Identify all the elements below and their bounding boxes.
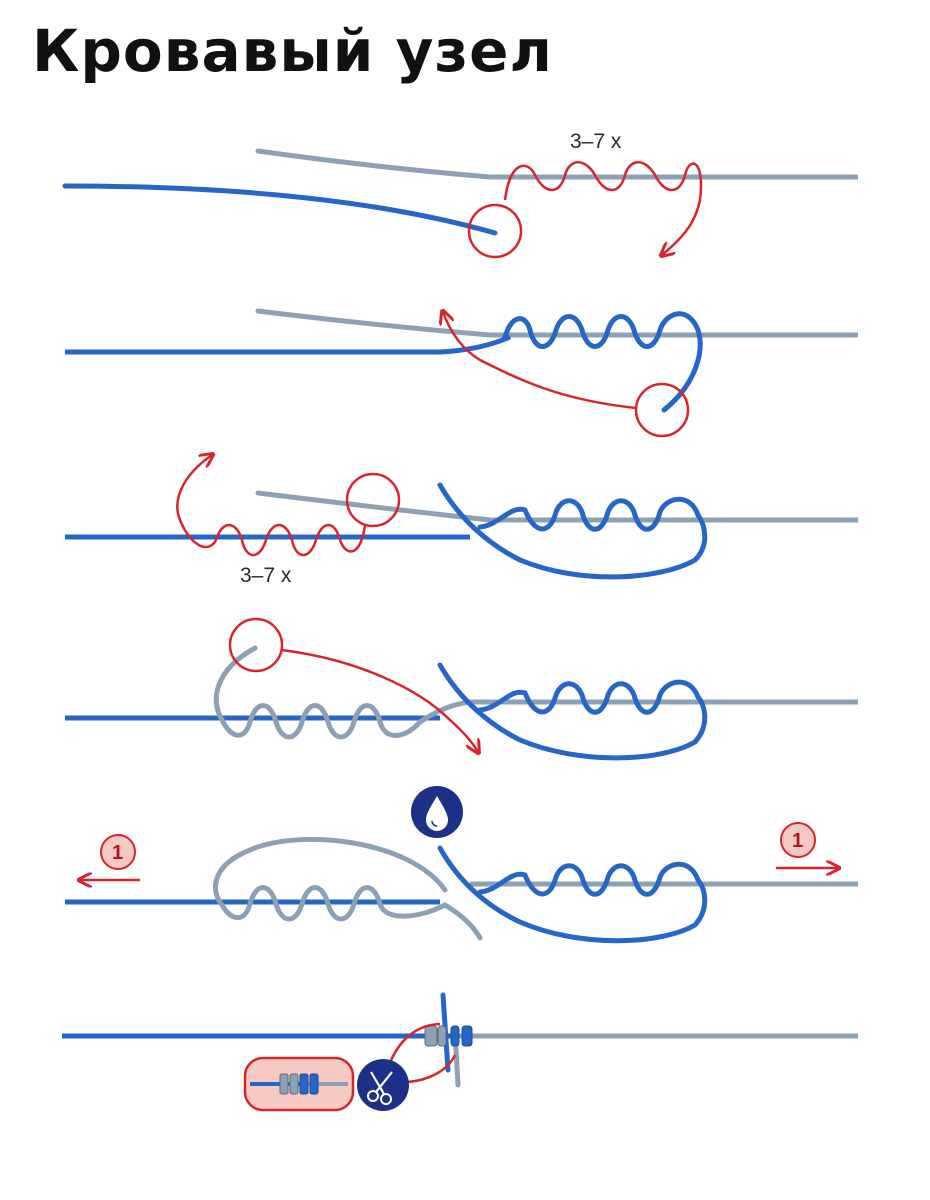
- gray-line-tag-end: [255, 308, 493, 338]
- gray-loop: [213, 836, 483, 941]
- step-3: 3–7 x: [65, 455, 858, 587]
- tag-end-highlight: [634, 382, 690, 438]
- step-4: [65, 617, 858, 761]
- step-5: 1 1: [65, 786, 858, 944]
- tag-end-highlight: [228, 617, 284, 673]
- page-title: Кровавый узел: [32, 17, 553, 85]
- blue-loop-tag: [437, 845, 708, 944]
- pull-right-badge: 1: [792, 830, 803, 852]
- pull-left-badge: 1: [112, 842, 123, 864]
- blue-wraps: [477, 861, 701, 897]
- tag-end-highlight: [345, 472, 401, 528]
- wrap-count-label: 3–7 x: [240, 564, 292, 587]
- gray-wraps: [213, 645, 473, 740]
- blue-loop-tag: [437, 662, 708, 761]
- tuck-arrow: [443, 312, 637, 410]
- tuck-arrow: [281, 648, 478, 752]
- blue-line: [65, 334, 511, 355]
- wrap-path: [503, 161, 703, 255]
- step-1: 3–7 x: [62, 130, 858, 259]
- blue-wraps: [502, 311, 703, 413]
- callout-line: [407, 1054, 457, 1084]
- blue-loop-tag: [437, 482, 708, 580]
- blue-wraps: [477, 496, 701, 532]
- blue-line: [62, 183, 498, 236]
- tag-end-highlight: [467, 203, 523, 259]
- gray-line-tag-end: [255, 148, 493, 180]
- scissors-icon: [357, 1059, 409, 1111]
- pull-right-arrow: 1: [776, 822, 838, 868]
- pull-left-arrow: 1: [80, 834, 140, 880]
- finished-knot: [424, 1025, 473, 1047]
- wrap-count-label: 3–7 x: [570, 130, 622, 153]
- water-drop-icon: [411, 786, 463, 838]
- wrap-path: [176, 455, 367, 557]
- blue-wraps: [477, 679, 701, 715]
- knot-preview-badge: [243, 1056, 355, 1112]
- step-2: [65, 308, 858, 438]
- step-6: [62, 992, 858, 1112]
